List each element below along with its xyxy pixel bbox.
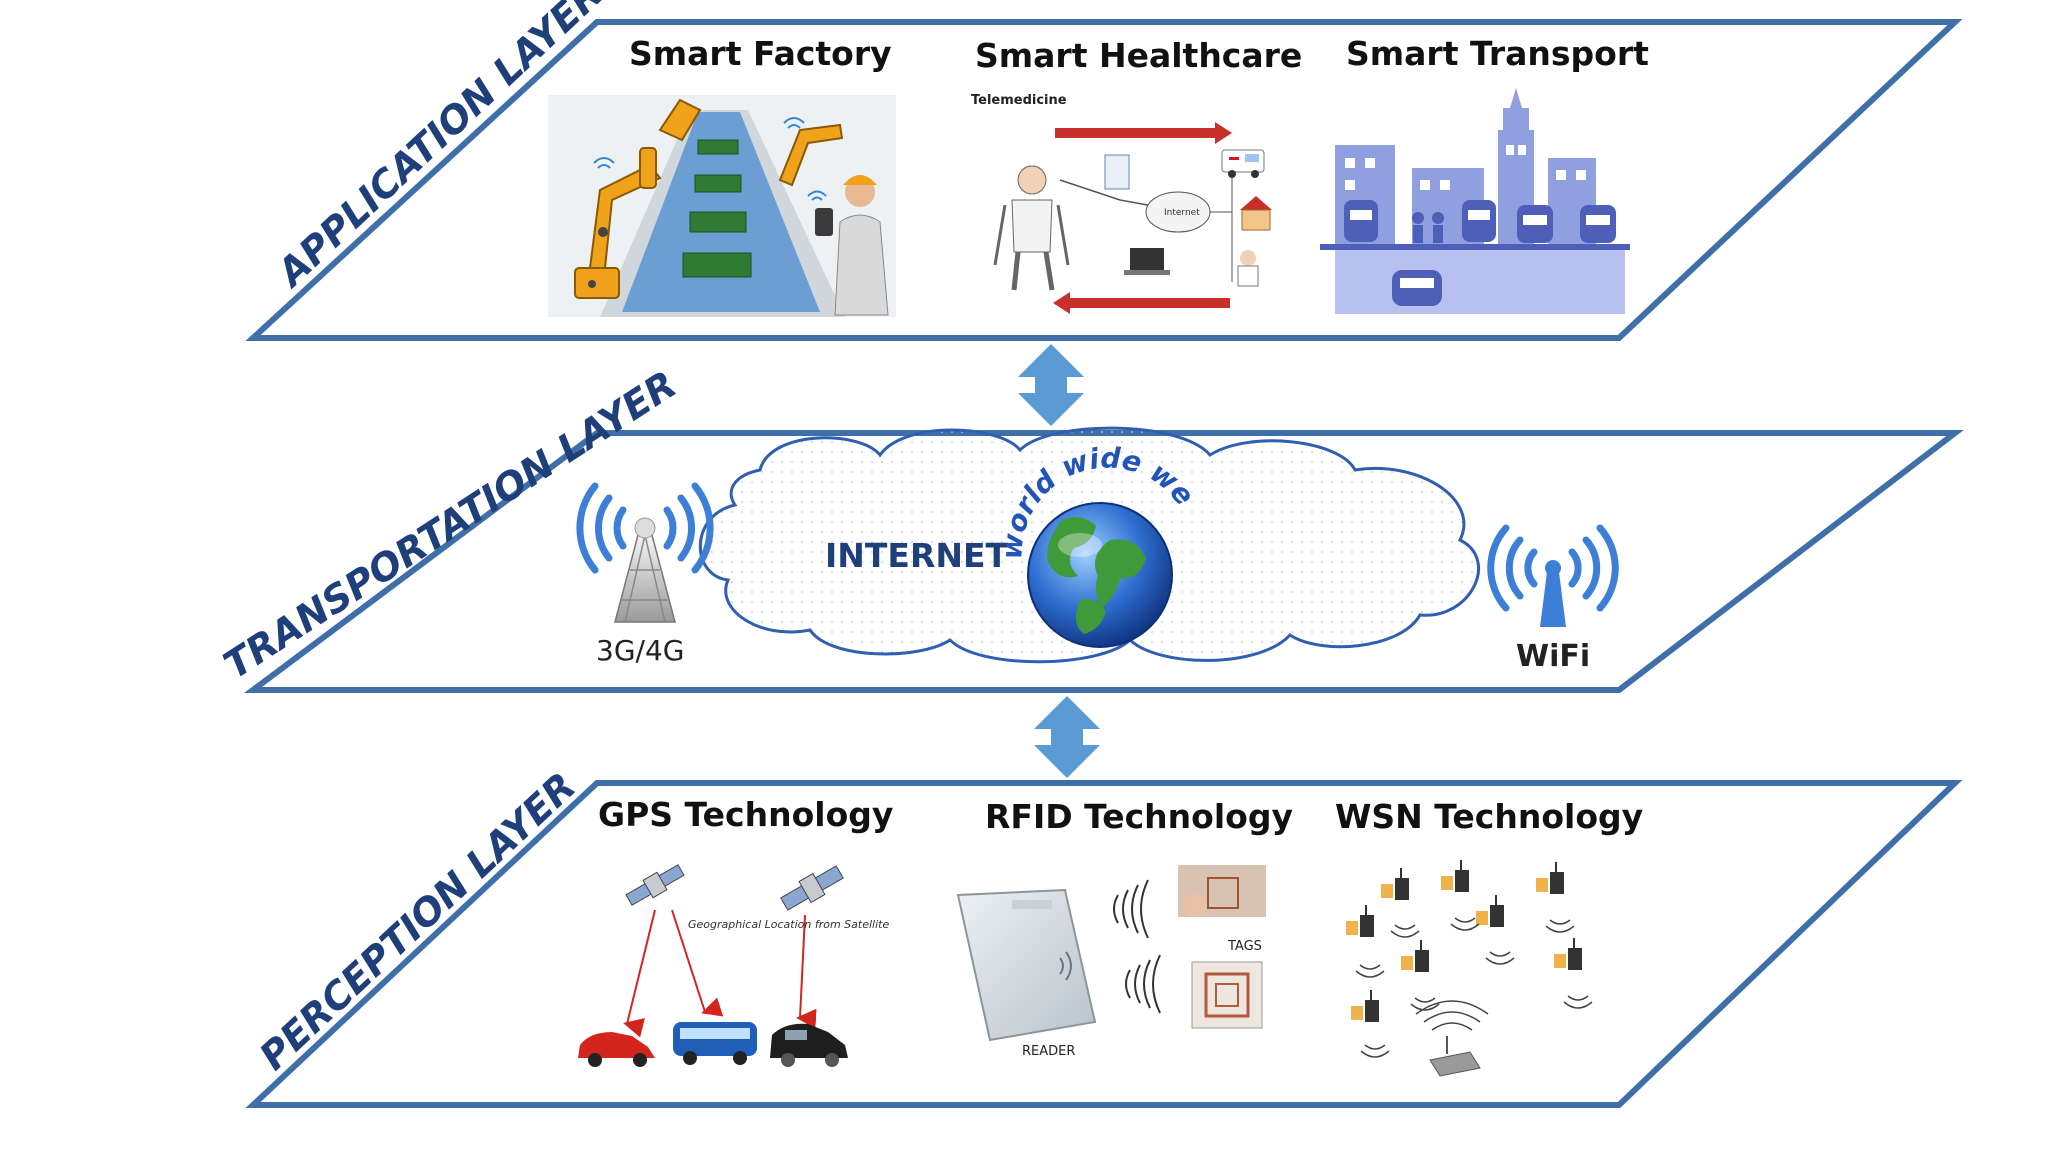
sensor-node bbox=[1476, 895, 1504, 927]
sensor-node bbox=[1441, 860, 1469, 892]
car-icon bbox=[578, 1032, 655, 1067]
worker-figure bbox=[815, 175, 889, 316]
smart-healthcare-title: Smart Healthcare bbox=[975, 36, 1302, 75]
sensor-node bbox=[1346, 905, 1374, 937]
wifi-icon bbox=[1487, 524, 1619, 627]
rfid-card-icon bbox=[1191, 961, 1263, 1029]
globe-icon bbox=[1027, 502, 1173, 648]
satellite-icon bbox=[625, 864, 685, 906]
rfid-reader-icon bbox=[956, 888, 1097, 1042]
smart-transport-illustration bbox=[1320, 88, 1630, 314]
gps-technology-title: GPS Technology bbox=[598, 795, 893, 834]
doctor-icon bbox=[1237, 250, 1259, 287]
wsn-illustration bbox=[1346, 860, 1593, 1077]
gps-illustration: Geographical Location from Satellite bbox=[578, 864, 889, 1067]
wifi-label: WiFi bbox=[1516, 639, 1590, 674]
telemedicine-label: Telemedicine bbox=[971, 93, 1067, 108]
ambulance-icon bbox=[1221, 149, 1265, 178]
satellite-icon bbox=[780, 865, 844, 911]
sensor-node bbox=[1381, 868, 1409, 900]
patient-figure bbox=[993, 165, 1070, 291]
gps-note: Geographical Location from Satellite bbox=[688, 918, 889, 931]
smart-healthcare-illustration: Telemedicine Internet bbox=[971, 93, 1272, 314]
sensor-node bbox=[1536, 862, 1564, 894]
svg-text:Internet: Internet bbox=[1164, 208, 1200, 218]
sensor-node bbox=[1401, 940, 1429, 972]
internet-label: INTERNET bbox=[825, 536, 1009, 575]
double-arrow-transport-perception bbox=[1034, 696, 1100, 778]
bus-icon bbox=[673, 1022, 757, 1065]
cell-label: 3G/4G bbox=[596, 634, 684, 667]
rfid-illustration: READER TAGS bbox=[956, 865, 1266, 1059]
reader-label: READER bbox=[1022, 1044, 1075, 1059]
sensor-node bbox=[1351, 990, 1379, 1022]
smart-factory-title: Smart Factory bbox=[629, 34, 892, 73]
tags-label: TAGS bbox=[1227, 939, 1262, 954]
sensor-node bbox=[1554, 938, 1582, 970]
cloud-internet-icon: Internet bbox=[1145, 191, 1211, 233]
wsn-technology-title: WSN Technology bbox=[1335, 797, 1643, 836]
cell-tower-icon bbox=[576, 482, 714, 623]
hospital-icon bbox=[1240, 196, 1272, 231]
double-arrow-app-transport bbox=[1018, 344, 1084, 426]
taxi-icon bbox=[770, 1023, 848, 1067]
smart-factory-illustration bbox=[548, 95, 896, 317]
aggregation-node-icon bbox=[1429, 1036, 1481, 1077]
smart-transport-title: Smart Transport bbox=[1346, 34, 1649, 73]
rfid-tag-icon bbox=[1178, 865, 1266, 917]
rfid-technology-title: RFID Technology bbox=[985, 797, 1293, 836]
